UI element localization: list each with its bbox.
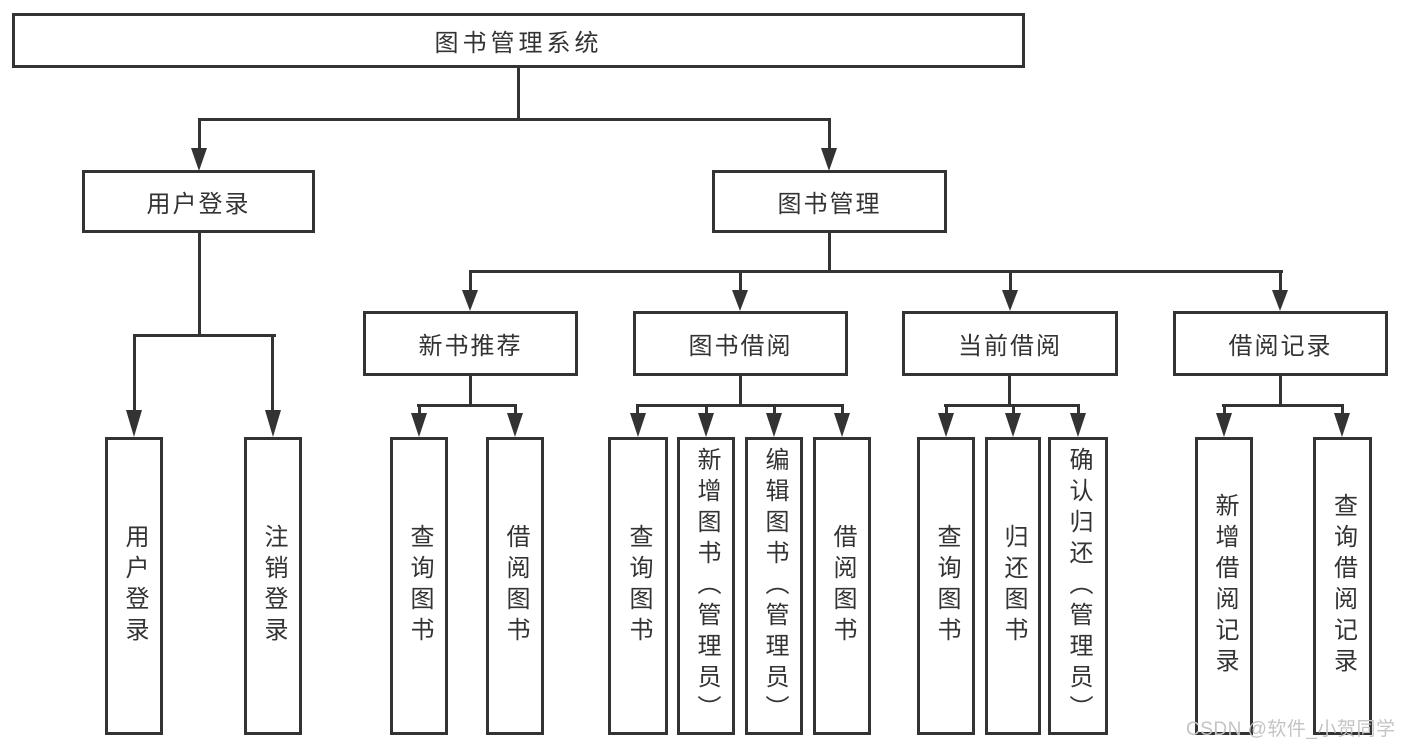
leaf-borrow-add-admin-label: 新增图书（管理员）	[693, 446, 720, 726]
edge-newbook-leaf2-stem	[514, 404, 517, 414]
edge-root-drop	[517, 68, 520, 120]
edge-userlogin-leaf1-stem	[133, 334, 136, 412]
edge-current-leaf2-stem	[1012, 404, 1015, 414]
arrowhead-records-icon	[1272, 290, 1288, 311]
leaf-records-add: 新增借阅记录	[1195, 437, 1253, 735]
arrowhead-borrow-icon	[732, 290, 748, 311]
edge-userlogin-branch	[133, 334, 276, 337]
node-borrow-records: 借阅记录	[1173, 311, 1388, 376]
edge-current-drop	[1008, 376, 1011, 406]
arrowhead-current-icon	[1002, 290, 1018, 311]
arrowhead-newbook-leaf2-icon	[507, 413, 523, 437]
leaf-login-user: 用户登录	[105, 437, 163, 735]
leaf-newbook-borrow-label: 借阅图书	[502, 524, 529, 648]
leaf-records-query-label: 查询借阅记录	[1329, 493, 1357, 679]
leaf-records-query: 查询借阅记录	[1313, 437, 1372, 735]
edge-bookmgmt-drop	[828, 233, 831, 272]
edge-current-stem	[1009, 270, 1012, 292]
node-root: 图书管理系统	[12, 13, 1025, 68]
edge-userlogin-drop	[198, 233, 201, 335]
arrowhead-current-leaf2-icon	[1005, 413, 1021, 437]
node-book-borrow: 图书借阅	[633, 311, 848, 376]
leaf-borrow-query: 查询图书	[608, 437, 668, 735]
node-book-management: 图书管理	[712, 170, 947, 233]
leaf-current-query-label: 查询图书	[933, 524, 960, 648]
leaf-current-confirm-admin: 确认归还（管理员）	[1048, 437, 1108, 735]
edge-current-leaf3-stem	[1077, 404, 1080, 414]
edge-userlogin-leaf2-stem	[271, 334, 274, 412]
leaf-current-return: 归还图书	[985, 437, 1041, 735]
arrowhead-bookmgmt-icon	[821, 148, 837, 171]
edge-records-stem	[1279, 270, 1282, 292]
arrowhead-current-leaf1-icon	[938, 413, 954, 437]
leaf-newbook-query-label: 查询图书	[406, 524, 433, 648]
leaf-newbook-borrow: 借阅图书	[486, 437, 544, 735]
arrowhead-newbook-icon	[462, 290, 478, 311]
edge-borrow-leaf1-stem	[636, 404, 639, 414]
node-user-login: 用户登录	[82, 170, 315, 233]
arrowhead-borrow-leaf4-icon	[834, 413, 850, 437]
node-new-book-recommend: 新书推荐	[363, 311, 578, 376]
edge-records-branch	[1222, 404, 1344, 407]
edge-records-leaf1-stem	[1223, 404, 1226, 414]
leaf-borrow-add-admin: 新增图书（管理员）	[677, 437, 735, 735]
arrowhead-borrow-leaf1-icon	[630, 413, 646, 437]
arrowhead-records-leaf2-icon	[1334, 413, 1350, 437]
leaf-current-return-label: 归还图书	[1000, 524, 1027, 648]
leaf-login-user-label: 用户登录	[121, 524, 148, 648]
edge-bookmgmt-branch	[469, 270, 1283, 273]
arrowhead-borrow-leaf3-icon	[766, 413, 782, 437]
edge-borrow-leaf2-stem	[705, 404, 708, 414]
leaf-newbook-query: 查询图书	[390, 437, 448, 735]
edge-newbook-drop	[469, 376, 472, 406]
edge-borrow-stem	[739, 270, 742, 292]
edge-root-branch	[198, 118, 831, 121]
node-current-borrow: 当前借阅	[902, 311, 1118, 376]
leaf-login-logout: 注销登录	[244, 437, 302, 735]
arrowhead-leaf-logout-icon	[265, 410, 281, 437]
edge-borrow-drop	[739, 376, 742, 406]
arrowhead-newbook-leaf1-icon	[411, 413, 427, 437]
edge-root-to-bookmgmt-stem	[828, 118, 831, 148]
leaf-login-logout-label: 注销登录	[260, 524, 287, 648]
leaf-records-add-label: 新增借阅记录	[1211, 493, 1238, 679]
edge-borrow-leaf4-stem	[841, 404, 844, 414]
leaf-borrow-borrow: 借阅图书	[813, 437, 871, 735]
leaf-current-confirm-admin-label: 确认归还（管理员）	[1065, 446, 1092, 726]
edge-borrow-branch	[636, 404, 844, 407]
arrowhead-current-leaf3-icon	[1070, 413, 1086, 437]
arrowhead-leaf-login-icon	[126, 410, 142, 437]
edge-records-drop	[1279, 376, 1282, 406]
edge-newbook-stem	[469, 270, 472, 292]
leaf-borrow-borrow-label: 借阅图书	[829, 524, 856, 648]
edge-newbook-leaf1-stem	[418, 404, 421, 414]
leaf-current-query: 查询图书	[917, 437, 975, 735]
edge-borrow-leaf3-stem	[773, 404, 776, 414]
edge-root-to-userlogin-stem	[198, 118, 201, 148]
leaf-borrow-edit-admin-label: 编辑图书（管理员）	[761, 446, 788, 726]
leaf-borrow-edit-admin: 编辑图书（管理员）	[745, 437, 803, 735]
leaf-borrow-query-label: 查询图书	[625, 524, 652, 648]
csdn-watermark: CSDN @软件_小贺同学	[1186, 719, 1396, 740]
arrowhead-records-leaf1-icon	[1216, 413, 1232, 437]
edge-current-leaf1-stem	[945, 404, 948, 414]
edge-records-leaf2-stem	[1341, 404, 1344, 414]
edge-newbook-branch	[417, 404, 517, 407]
arrowhead-userlogin-icon	[191, 148, 207, 171]
arrowhead-borrow-leaf2-icon	[698, 413, 714, 437]
